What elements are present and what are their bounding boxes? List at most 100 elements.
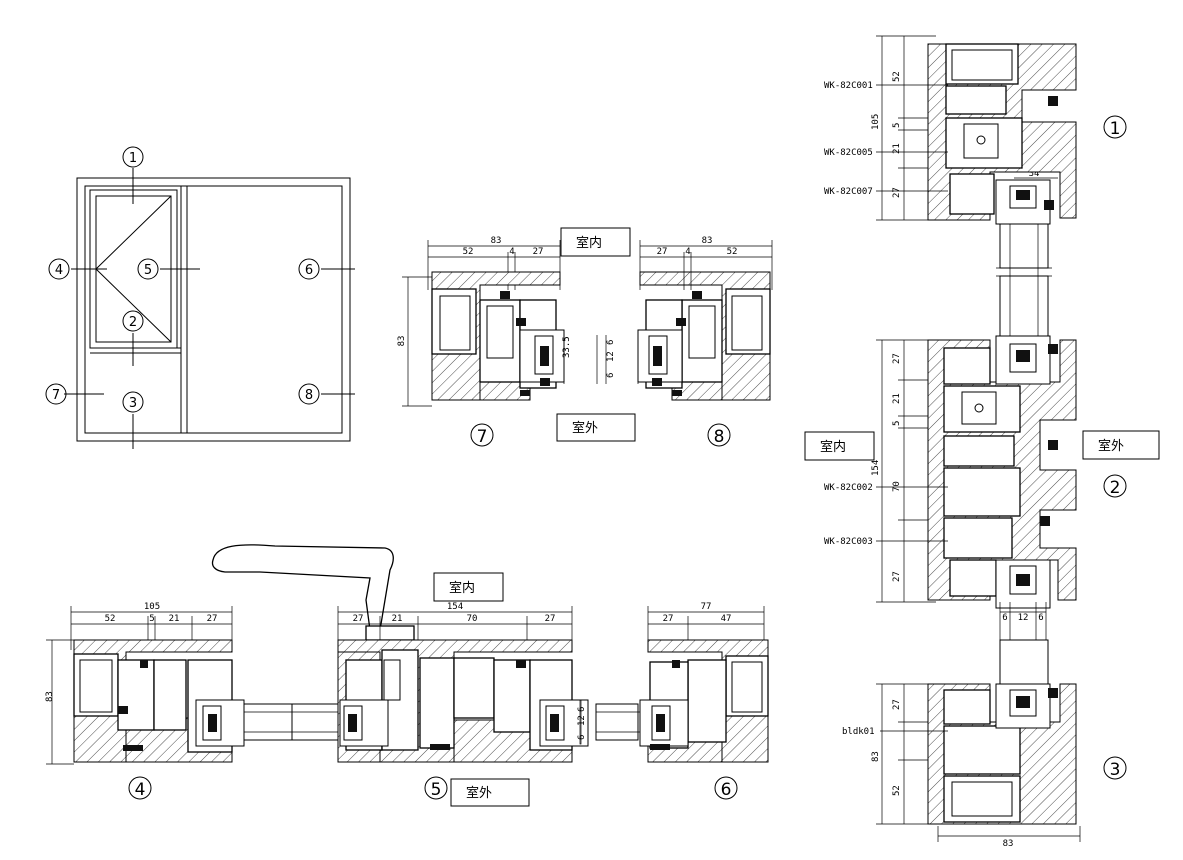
marker-3: 3	[122, 391, 144, 413]
svg-text:27: 27	[207, 614, 218, 624]
svg-text:4: 4	[55, 263, 63, 278]
svg-text:6: 6	[305, 263, 313, 278]
svg-text:6: 6	[1002, 613, 1007, 623]
svg-text:5: 5	[144, 263, 152, 278]
marker-4: 4	[48, 258, 70, 280]
svg-text:105: 105	[144, 602, 160, 612]
label-outdoor-vertical: 室外	[1082, 430, 1160, 460]
svg-text:70: 70	[467, 614, 478, 624]
svg-text:5: 5	[892, 123, 902, 128]
svg-text:室外: 室外	[466, 785, 492, 801]
section-4-5-6: 105 52 5 21 27 83 27	[45, 544, 769, 807]
svg-text:33.5: 33.5	[562, 336, 572, 358]
svg-text:8: 8	[305, 388, 313, 403]
svg-text:83: 83	[45, 691, 55, 702]
svg-text:7: 7	[52, 388, 60, 403]
marker-7: 7	[45, 383, 67, 405]
svg-text:WK-82C002: WK-82C002	[824, 483, 873, 493]
svg-text:27: 27	[892, 699, 902, 710]
svg-text:8: 8	[714, 427, 725, 447]
svg-text:6: 6	[577, 707, 587, 712]
svg-text:27: 27	[892, 187, 902, 198]
label-outdoor-78: 室外	[556, 413, 636, 442]
svg-text:52: 52	[892, 785, 902, 796]
svg-text:6: 6	[1038, 613, 1043, 623]
svg-text:5: 5	[431, 780, 442, 800]
marker-8: 8	[298, 383, 320, 405]
label-indoor-78: 室内	[560, 227, 631, 257]
detail-7: 7	[470, 423, 494, 447]
svg-text:4: 4	[135, 780, 146, 800]
marker-6: 6	[298, 258, 320, 280]
label-indoor-456: 室内	[433, 572, 504, 602]
svg-text:83: 83	[871, 751, 881, 762]
detail-8: 8	[707, 423, 731, 447]
marker-5: 5	[137, 258, 159, 280]
svg-text:室外: 室外	[1098, 438, 1124, 454]
detail-6: 6	[714, 776, 738, 800]
svg-text:77: 77	[701, 602, 712, 612]
svg-text:52: 52	[727, 247, 738, 257]
svg-text:21: 21	[169, 614, 180, 624]
svg-text:27: 27	[353, 614, 364, 624]
section-7-8: 83 52 4 27 83 33.5	[397, 227, 773, 447]
svg-text:6: 6	[577, 735, 587, 740]
svg-text:bldk01: bldk01	[842, 727, 875, 737]
svg-text:3: 3	[1110, 760, 1121, 780]
svg-text:12: 12	[577, 715, 587, 726]
svg-text:27: 27	[892, 353, 902, 364]
svg-text:5: 5	[149, 614, 154, 624]
svg-text:34: 34	[1029, 169, 1040, 179]
svg-text:WK-82C003: WK-82C003	[824, 537, 873, 547]
svg-text:83: 83	[702, 236, 713, 246]
svg-text:83: 83	[491, 236, 502, 246]
svg-text:105: 105	[871, 114, 881, 130]
svg-text:WK-82C007: WK-82C007	[824, 187, 873, 197]
svg-text:27: 27	[663, 614, 674, 624]
svg-text:83: 83	[1003, 839, 1014, 849]
svg-text:154: 154	[871, 460, 881, 476]
svg-text:21: 21	[392, 614, 403, 624]
svg-text:21: 21	[892, 393, 902, 404]
svg-text:27: 27	[545, 614, 556, 624]
svg-text:27: 27	[533, 247, 544, 257]
svg-text:4: 4	[685, 247, 690, 257]
svg-text:7: 7	[477, 427, 488, 447]
label-outdoor-456: 室外	[450, 778, 530, 807]
detail-1: 1	[1103, 115, 1127, 139]
svg-text:52: 52	[105, 614, 116, 624]
svg-text:52: 52	[892, 71, 902, 82]
label-indoor-vertical: 室内	[804, 431, 875, 461]
svg-text:154: 154	[447, 602, 463, 612]
svg-text:27: 27	[657, 247, 668, 257]
svg-text:4: 4	[509, 247, 514, 257]
svg-text:6: 6	[606, 373, 616, 378]
detail-4: 4	[128, 776, 152, 800]
svg-text:1: 1	[129, 151, 137, 166]
svg-text:6: 6	[606, 340, 616, 345]
svg-text:27: 27	[892, 571, 902, 582]
svg-text:12: 12	[606, 351, 616, 362]
vertical-section: 52 105 5 21 27 34 WK-82C001 WK-82C005 WK…	[804, 35, 1160, 849]
svg-text:52: 52	[463, 247, 474, 257]
svg-text:83: 83	[397, 336, 407, 347]
svg-text:室内: 室内	[449, 580, 475, 596]
detail-2: 2	[1103, 474, 1127, 498]
svg-text:2: 2	[129, 315, 137, 330]
svg-text:3: 3	[129, 396, 137, 411]
svg-text:WK-82C005: WK-82C005	[824, 148, 873, 158]
svg-text:47: 47	[721, 614, 732, 624]
svg-text:6: 6	[721, 780, 732, 800]
svg-text:室内: 室内	[820, 439, 846, 455]
svg-text:WK-82C001: WK-82C001	[824, 81, 873, 91]
svg-text:70: 70	[892, 481, 902, 492]
svg-text:5: 5	[892, 421, 902, 426]
svg-text:21: 21	[892, 143, 902, 154]
detail-5: 5	[424, 776, 448, 800]
marker-1: 1	[122, 146, 144, 168]
svg-text:室内: 室内	[576, 235, 602, 251]
svg-text:12: 12	[1018, 613, 1029, 623]
window-elevation: 1 4 5 6 2 7 3 8	[45, 146, 355, 449]
detail-3: 3	[1103, 756, 1127, 780]
